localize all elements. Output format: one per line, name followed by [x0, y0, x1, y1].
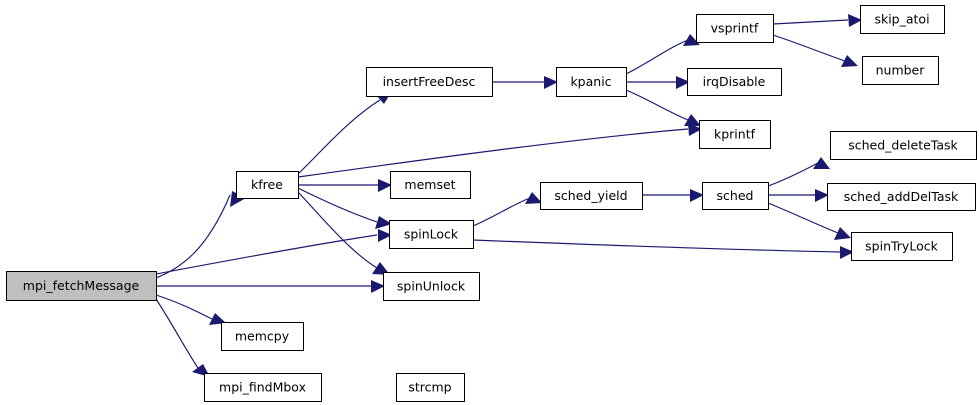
edge-kfree-to-spinLock	[297, 187, 392, 229]
node-memset[interactable]: memset	[390, 171, 471, 199]
node-kpanic[interactable]: kpanic	[556, 67, 627, 97]
node-spinUnlock[interactable]: spinUnlock	[383, 272, 480, 301]
node-sched_deleteTask[interactable]: sched_deleteTask	[830, 131, 977, 160]
node-number[interactable]: number	[862, 56, 939, 85]
arrowhead-icon	[684, 114, 701, 126]
node-box-sched[interactable]	[702, 182, 769, 210]
node-sched_addDelTask[interactable]: sched_addDelTask	[827, 183, 976, 211]
arrowhead-icon	[525, 192, 542, 204]
node-strcmp[interactable]: strcmp	[396, 373, 465, 402]
arrowhead-icon	[813, 157, 830, 169]
edge-spinLock-to-sched_yield	[472, 192, 542, 227]
edge-sched-to-sched_addDelTask	[768, 189, 829, 202]
node-box-vsprintf[interactable]	[696, 14, 774, 43]
node-box-mpi_fetchMessage[interactable]	[6, 271, 157, 301]
node-box-kprintf[interactable]	[699, 120, 771, 149]
node-box-memcpy[interactable]	[221, 322, 304, 351]
node-mpi_fetchMessage[interactable]: mpi_fetchMessage	[6, 271, 157, 301]
node-box-memset[interactable]	[390, 171, 471, 199]
nodes-layer: mpi_fetchMessage kfree memcpy mpi_findMbox i…	[6, 5, 977, 402]
node-box-spinLock[interactable]	[389, 220, 474, 249]
edge-kpanic-to-vsprintf	[625, 34, 700, 75]
node-box-number[interactable]	[862, 56, 939, 85]
node-box-kpanic[interactable]	[556, 67, 627, 97]
arrowhead-icon	[840, 246, 854, 259]
arrowhead-icon	[372, 262, 390, 275]
edge-mpi_fetchMessage-to-spinLock	[155, 229, 392, 275]
edge-insertFreeDesc-to-kpanic	[492, 76, 558, 89]
node-spinLock[interactable]: spinLock	[389, 220, 474, 249]
node-spinTryLock[interactable]: spinTryLock	[851, 232, 953, 261]
arrowhead-icon	[375, 216, 392, 229]
arrowhead-icon	[378, 179, 392, 192]
node-box-strcmp[interactable]	[396, 373, 465, 402]
arrowhead-icon	[841, 55, 858, 67]
edge-vsprintf-to-skip_atoi	[772, 14, 862, 27]
node-mpi_findMbox[interactable]: mpi_findMbox	[204, 373, 322, 402]
arrowhead-icon	[815, 189, 829, 202]
edge-kfree-to-spinUnlock	[297, 191, 390, 275]
node-box-irqDisable[interactable]	[687, 68, 782, 96]
arrowhead-icon	[371, 280, 385, 293]
edge-kfree-to-memset	[298, 179, 392, 192]
node-sched_yield[interactable]: sched_yield	[540, 182, 643, 210]
edge-kpanic-to-kprintf	[625, 89, 701, 126]
edge-mpi_fetchMessage-to-spinUnlock	[156, 280, 385, 293]
node-kprintf[interactable]: kprintf	[699, 120, 771, 149]
node-box-skip_atoi[interactable]	[860, 5, 945, 34]
node-skip_atoi[interactable]: skip_atoi	[860, 5, 945, 34]
node-box-spinTryLock[interactable]	[851, 232, 953, 261]
node-box-mpi_findMbox[interactable]	[204, 373, 322, 402]
edge-mpi_fetchMessage-to-kfree	[155, 191, 246, 279]
node-sched[interactable]: sched	[702, 182, 769, 210]
node-insertFreeDesc[interactable]: insertFreeDesc	[366, 67, 493, 97]
edge-kfree-to-insertFreeDesc	[297, 91, 392, 175]
node-box-sched_deleteTask[interactable]	[830, 131, 977, 160]
edge-spinLock-to-spinTryLock	[472, 239, 854, 259]
node-box-kfree[interactable]	[236, 171, 299, 199]
edge-sched-to-sched_deleteTask	[767, 157, 830, 187]
node-box-sched_addDelTask[interactable]	[827, 183, 976, 211]
edge-kpanic-to-irqDisable	[626, 76, 690, 89]
edge-mpi_fetchMessage-to-mpi_findMbox	[155, 298, 210, 377]
node-box-spinUnlock[interactable]	[383, 272, 480, 301]
arrowhead-icon	[544, 76, 558, 89]
arrowhead-icon	[848, 14, 862, 27]
node-vsprintf[interactable]: vsprintf	[696, 14, 774, 43]
edge-kfree-to-kprintf	[297, 123, 702, 178]
arrowhead-icon	[683, 34, 700, 46]
edge-vsprintf-to-number	[772, 34, 858, 67]
arrowhead-icon	[688, 123, 702, 136]
arrowhead-icon	[378, 229, 392, 242]
arrowhead-icon	[690, 189, 704, 202]
edge-sched_yield-to-sched	[642, 189, 704, 202]
node-irqDisable[interactable]: irqDisable	[687, 68, 782, 96]
node-box-insertFreeDesc[interactable]	[366, 67, 493, 97]
arrowhead-icon	[834, 227, 851, 240]
node-box-sched_yield[interactable]	[540, 182, 643, 210]
arrowhead-icon	[676, 76, 690, 89]
edge-sched-to-spinTryLock	[767, 202, 851, 240]
edge-mpi_fetchMessage-to-memcpy	[155, 294, 226, 325]
node-kfree[interactable]: kfree	[236, 171, 299, 199]
node-memcpy[interactable]: memcpy	[221, 322, 304, 351]
